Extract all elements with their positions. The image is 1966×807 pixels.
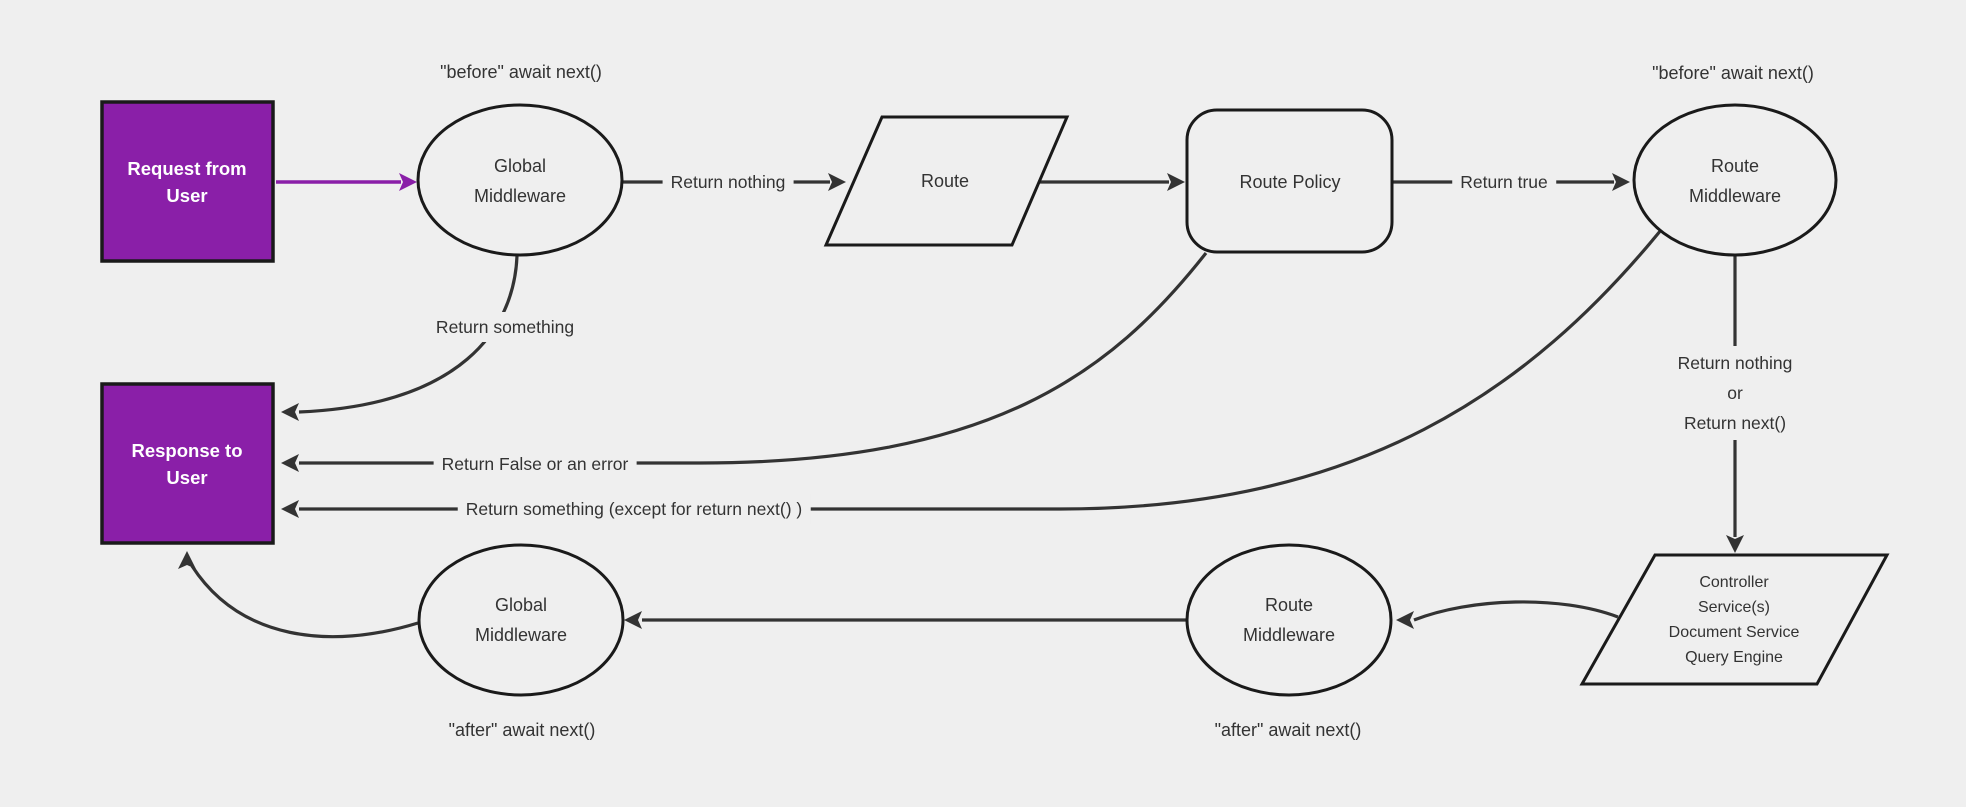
return-nothing-or-next-edge-label: Return nothing or Return next() (1667, 346, 1803, 440)
edge-route-middleware-return-something (299, 228, 1663, 511)
after-await-next-route-annotation: "after" await next() (1214, 720, 1362, 740)
route-middleware-bottom-label: Route Middleware (1242, 595, 1336, 645)
controller-node (1579, 553, 1890, 686)
request-node-label: Request from User (127, 158, 247, 206)
global-middleware-top-node (416, 103, 624, 257)
edge-controller-to-route-middleware-bottom (1413, 600, 1619, 622)
arrowhead-route-middleware-return-something (281, 500, 299, 518)
return-something-except-edge-label: Return something (except for return next… (457, 494, 811, 524)
route-middleware-top-label: Route Middleware (1688, 156, 1782, 206)
before-await-next-route-annotation: "before" await next() (1652, 63, 1814, 83)
return-something-edge-label: Return something (427, 312, 583, 342)
controller-label: Controller Service(s) Document Service Q… (1668, 574, 1800, 666)
route-node (823, 115, 1070, 247)
route-policy-node (1185, 108, 1394, 254)
global-middleware-bottom-label: Global Middleware (474, 595, 568, 645)
after-await-next-global-annotation: "after" await next() (448, 720, 596, 740)
before-await-next-global-annotation: "before" await next() (440, 62, 602, 82)
edge-global-middleware-bottom-to-response (190, 565, 419, 639)
arrowhead-route-to-route-policy (1167, 173, 1185, 191)
route-middleware-bottom-node (1185, 543, 1393, 697)
arrowhead-controller-to-route-middleware-bottom (1396, 611, 1414, 629)
route-label: Route (920, 171, 970, 191)
response-node-label: Response to User (131, 440, 243, 488)
return-false-edge-label: Return False or an error (433, 449, 637, 479)
arrowhead-route-middleware-bottom-to-global-middleware-bottom (624, 611, 642, 629)
arrowhead-global-middleware-to-route (828, 173, 846, 191)
request-node (100, 100, 275, 263)
return-true-edge-label: Return true (1452, 167, 1556, 197)
edge-route-policy-return-false (299, 252, 1208, 465)
route-policy-label: Route Policy (1239, 172, 1341, 192)
route-middleware-top-node (1632, 103, 1838, 257)
arrowhead-global-middleware-return-something (281, 403, 299, 421)
arrowhead-route-policy-to-route-middleware (1612, 173, 1630, 191)
arrowhead-route-middleware-to-controller (1726, 535, 1744, 553)
edge-global-middleware-return-something (298, 255, 519, 414)
global-middleware-bottom-node (417, 543, 625, 697)
arrowhead-request-to-global-middleware (399, 173, 417, 191)
arrowhead-global-middleware-bottom-to-response (178, 551, 196, 569)
response-node (100, 382, 275, 545)
arrowhead-route-policy-return-false (281, 454, 299, 472)
return-nothing-edge-label: Return nothing (662, 167, 794, 197)
global-middleware-top-label: Global Middleware (473, 156, 567, 206)
